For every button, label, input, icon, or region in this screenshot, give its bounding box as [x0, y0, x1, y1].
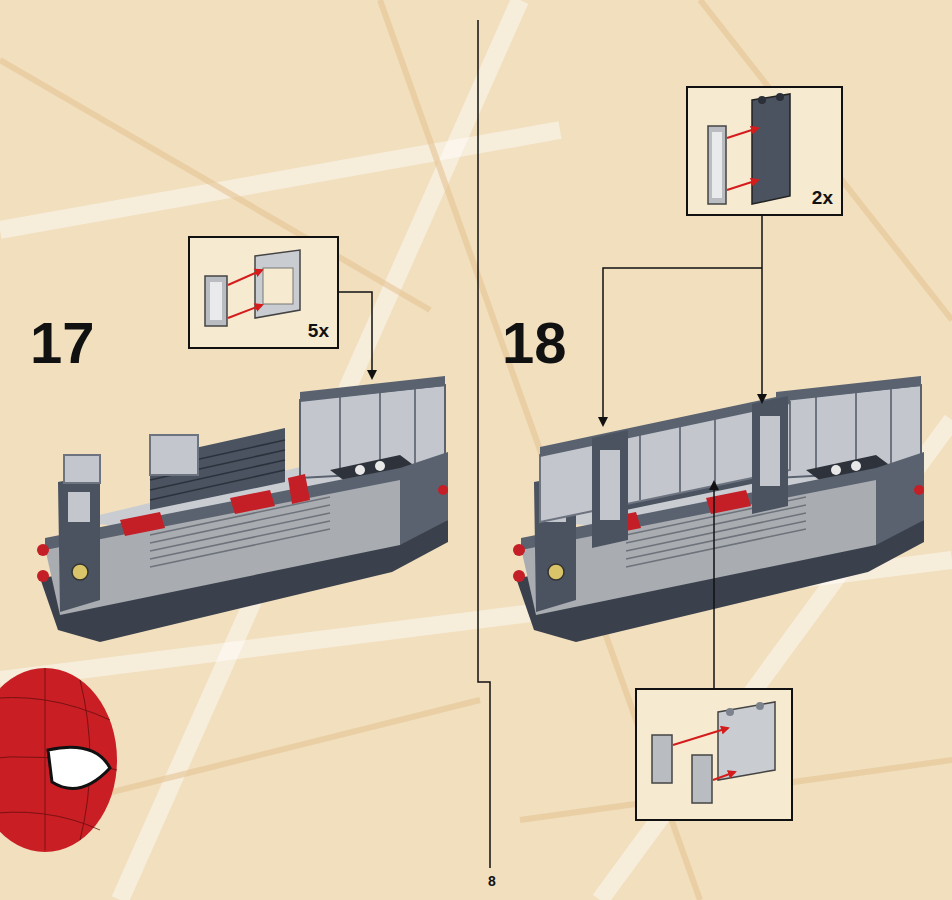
illustration-part: [756, 702, 764, 710]
illustration-part: [761, 216, 763, 402]
illustration-part: [776, 93, 784, 101]
model-step-17: [37, 376, 448, 642]
illustration-part: [205, 276, 227, 326]
illustration-part: [0, 668, 117, 852]
illustration-part: [758, 96, 766, 104]
parts-callout: 5x: [188, 236, 339, 349]
illustration-part: [727, 180, 758, 190]
page-number: 8: [488, 874, 496, 888]
illustration-part: [0, 130, 560, 230]
step-number: 18: [502, 314, 567, 372]
illustration-part: [639, 434, 641, 500]
callout-parts: [205, 93, 790, 803]
illustration-part: [188, 236, 339, 349]
step-number: 17: [30, 314, 95, 372]
illustration-part: [228, 305, 262, 318]
callout-panels: [188, 86, 843, 820]
parts-callout: 2x: [686, 86, 843, 216]
illustration-part: [679, 426, 681, 492]
illustration-part: [48, 747, 110, 788]
leader-arrows: [339, 216, 762, 689]
illustration-part: [263, 268, 293, 304]
illustration-part: [339, 292, 372, 378]
illustration-part: [636, 689, 792, 820]
page-divider: [478, 20, 490, 868]
illustration-part: [513, 376, 924, 642]
illustration-part: [713, 772, 735, 780]
model-step-18: [513, 376, 924, 642]
illustration-part: [712, 132, 722, 198]
illustration-part: [592, 430, 628, 548]
illustration-part: [478, 20, 490, 868]
quantity-label: 5x: [308, 320, 329, 342]
illustration-part: [600, 450, 620, 520]
illustration-part: [686, 86, 843, 216]
illustration-part: [713, 482, 715, 689]
illustration-part: [210, 282, 222, 320]
illustration-part: [726, 708, 734, 716]
illustration-part: [603, 268, 762, 425]
spiderman-head: [0, 668, 117, 852]
illustration-part: [37, 376, 448, 642]
illustration-part: [760, 416, 780, 486]
illustration-part: [718, 702, 775, 780]
quantity-label: 2x: [812, 187, 833, 209]
illustration-part: [45, 668, 46, 850]
illustration-part: [714, 418, 716, 484]
illustration-part: [708, 126, 726, 204]
illustration-part: [150, 435, 198, 475]
illustration-part: [752, 94, 790, 204]
illustration-part: [673, 728, 728, 745]
illustration-part: [727, 128, 758, 138]
illustration-part: [652, 735, 672, 783]
illustration-part: [0, 698, 110, 721]
illustration-part: [0, 668, 117, 850]
illustration-part: [692, 755, 712, 803]
illustration-part: [752, 396, 788, 514]
illustration-part: [228, 270, 262, 285]
illustration-part: [255, 250, 300, 318]
illustration-part: [64, 455, 100, 483]
